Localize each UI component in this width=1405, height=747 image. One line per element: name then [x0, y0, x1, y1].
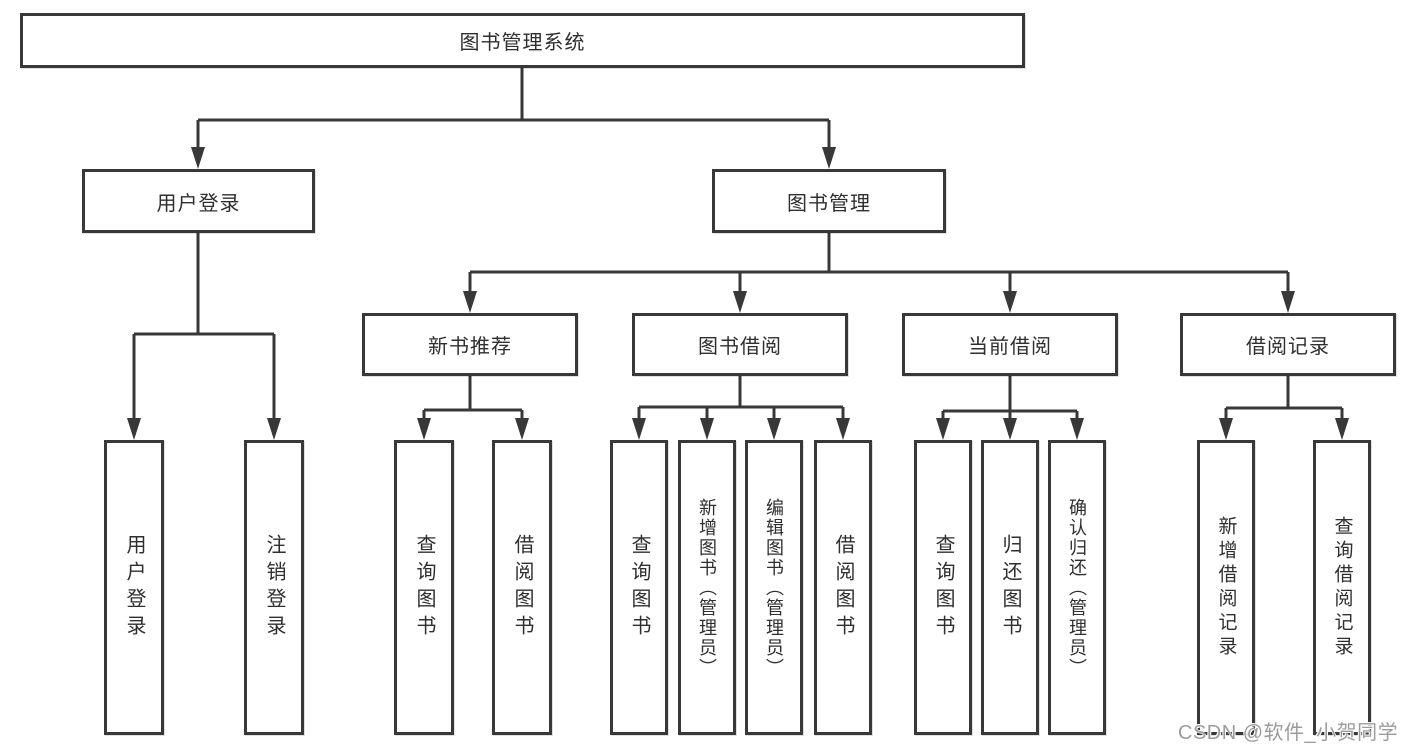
node-label: 图书借阅 [698, 336, 782, 358]
node-label: 查询图书 [932, 533, 954, 642]
leaf-query-books-recommend: 查询图书 [394, 440, 454, 735]
node-label: 用户登录 [123, 533, 145, 642]
leaf-borrow-books-recommend: 借阅图书 [492, 440, 552, 735]
leaf-add-borrow-record: 新增借阅记录 [1197, 440, 1255, 735]
node-book-borrowing: 图书借阅 [632, 313, 848, 376]
leaf-query-borrow-record: 查询借阅记录 [1313, 440, 1371, 735]
node-borrowing-records: 借阅记录 [1180, 313, 1396, 376]
leaf-logout: 注销登录 [244, 440, 304, 735]
node-new-book-recommend: 新书推荐 [362, 313, 578, 376]
node-label: 查询图书 [628, 533, 650, 642]
node-label: 确认归还（管理员） [1067, 497, 1087, 678]
node-root-library-system: 图书管理系统 [20, 13, 1025, 68]
node-label: 图书管理 [787, 192, 871, 215]
node-label: 查询图书 [413, 533, 435, 642]
node-user-login: 用户登录 [82, 169, 315, 233]
leaf-query-books-borrowing: 查询图书 [610, 440, 668, 735]
leaf-query-books-current: 查询图书 [914, 440, 972, 735]
node-label: 注销登录 [263, 533, 285, 642]
node-label: 编辑图书（管理员） [764, 497, 784, 678]
csdn-watermark: CSDN @软件_小贺同学 [1178, 722, 1399, 744]
arrowheads [127, 147, 1349, 440]
leaf-user-login: 用户登录 [104, 440, 164, 735]
leaf-borrow-books-borrowing: 借阅图书 [814, 440, 872, 735]
node-label: 用户登录 [156, 192, 241, 215]
node-label: 借阅记录 [1246, 336, 1330, 358]
node-book-management: 图书管理 [712, 169, 946, 233]
leaf-confirm-return-admin: 确认归还（管理员） [1048, 440, 1106, 735]
leaf-return-books: 归还图书 [981, 440, 1039, 735]
node-label: 当前借阅 [968, 336, 1052, 358]
leaf-add-books-admin: 新增图书（管理员） [678, 440, 736, 735]
node-label: 借阅图书 [511, 533, 533, 642]
node-label: 新增图书（管理员） [697, 497, 717, 678]
node-label: 新增借阅记录 [1215, 515, 1237, 660]
node-label: 借阅图书 [832, 533, 854, 642]
node-current-borrowing: 当前借阅 [902, 313, 1118, 376]
node-label: 图书管理系统 [459, 32, 586, 54]
leaf-edit-books-admin: 编辑图书（管理员） [745, 440, 803, 735]
node-label: 归还图书 [999, 533, 1021, 642]
node-label: 新书推荐 [428, 336, 512, 358]
node-label: 查询借阅记录 [1331, 515, 1353, 660]
